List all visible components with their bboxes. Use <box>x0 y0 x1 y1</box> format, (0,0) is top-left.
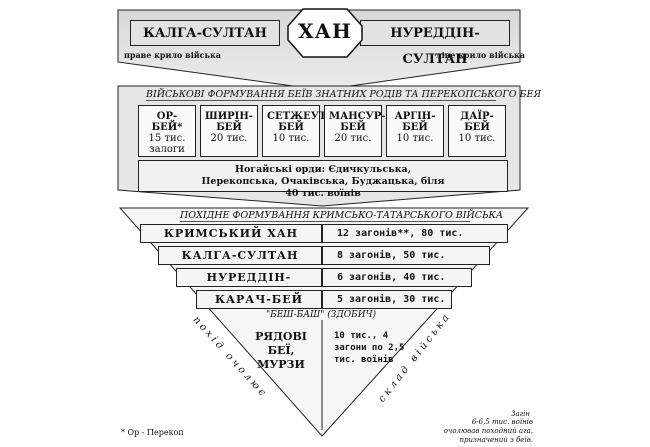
beys-section-title: ВІЙСЬКОВІ ФОРМУВАННЯ БЕЇВ ЗНАТНИХ РОДІВ … <box>146 89 542 101</box>
march-detail: 6 загонів, 40 тис. <box>322 268 472 287</box>
bey-name: СЕТЖЕУТ-БЕЙ <box>267 111 331 133</box>
besh-bash-label: "БЕШ-БАШ" (ЗДОБИЧ) <box>265 310 377 320</box>
bey-name: ШИРІН-БЕЙ <box>205 111 253 133</box>
rank-beys-murzas: РЯДОВІ БЕЇ, МУРЗИ <box>255 330 307 371</box>
march-detail: 12 загонів**, 80 тис. <box>322 224 508 243</box>
khan-title: ХАН <box>298 19 352 43</box>
bey-troops: 15 тис. залоги <box>148 133 186 155</box>
bey-box: ОР-БЕЙ*15 тис. залоги <box>138 105 196 157</box>
bey-name: АРГІН-БЕЙ <box>394 111 436 133</box>
march-section-title: ПОХІДНЕ ФОРМУВАННЯ КРИМСЬКО-ТАТАРСЬКОГО … <box>180 210 504 222</box>
nureddin-sultan-header: НУРЕДДІН-СУЛТАН <box>360 20 510 67</box>
left-wing-label: ліве крило війська <box>436 50 525 60</box>
right-wing-label: праве крило війська <box>124 50 221 60</box>
march-leader: КАРАЧ-БЕЙ <box>196 290 322 309</box>
bey-troops: 10 тис. <box>272 133 310 144</box>
beshbash-troops: 10 тис., 4 загони по 2,5 тис. воїнів <box>334 331 405 365</box>
march-leader: НУРЕДДІН-СУЛТАН <box>176 268 322 302</box>
march-detail: 5 загонів, 30 тис. <box>322 290 452 309</box>
bey-troops: 20 тис. <box>210 133 248 144</box>
march-leader: КРИМСЬКИЙ ХАН <box>140 224 322 243</box>
footnote-title: Загін <box>511 410 530 418</box>
bey-troops: 20 тис. <box>334 133 372 144</box>
khan-octagon <box>287 8 363 58</box>
bey-troops: 10 тис. <box>396 133 434 144</box>
bey-troops: 10 тис. <box>458 133 496 144</box>
nogai-hordes-text: Ногайські орди: Єдичкульська, Перекопськ… <box>201 164 445 199</box>
footnote-or: * Ор - Перекоп <box>121 428 184 437</box>
nogai-hordes: Ногайські орди: Єдичкульська, Перекопськ… <box>138 160 508 199</box>
bey-name: ДАЇР-БЕЙ <box>460 111 494 133</box>
kalga-sultan-header: КАЛГА-СУЛТАН <box>130 20 280 46</box>
bey-name: ОР-БЕЙ* <box>151 111 183 133</box>
footnote-text: 6-6,5 тис. воїнів очолював походний ага,… <box>443 418 533 444</box>
march-triangle <box>118 207 530 437</box>
march-leader: КАЛГА-СУЛТАН <box>158 246 322 265</box>
march-detail: 8 загонів, 50 тис. <box>322 246 490 265</box>
bey-name: МАНСУР-БЕЙ <box>329 111 386 133</box>
